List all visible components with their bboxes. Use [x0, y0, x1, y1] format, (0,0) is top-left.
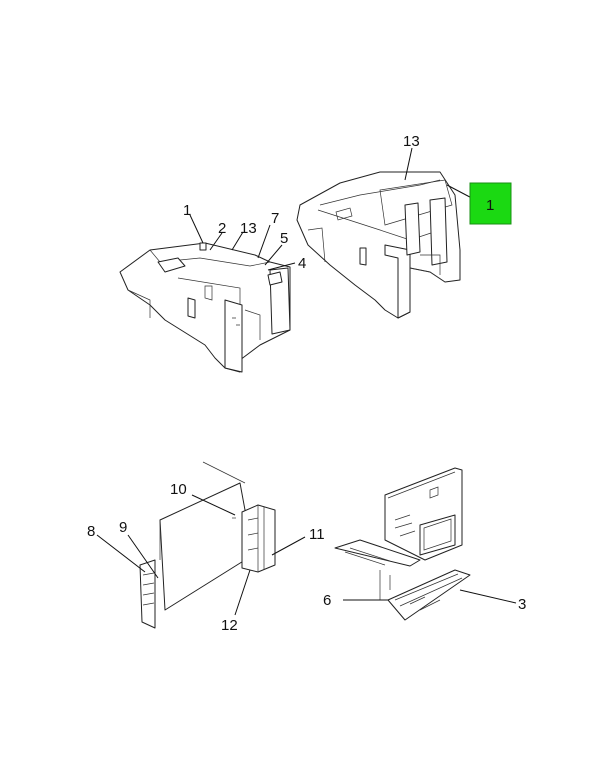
callout-7: 7: [271, 210, 279, 227]
leader-line: [257, 224, 271, 259]
leader-line: [267, 262, 296, 271]
leader-line: [231, 231, 244, 251]
callout-5: 5: [280, 230, 288, 247]
floor-step-assembly: [334, 467, 471, 621]
leader-line: [209, 232, 223, 251]
callout-1: 1: [183, 202, 191, 219]
callout-6: 6: [323, 592, 331, 609]
leader-line: [191, 494, 236, 516]
callout-10: 10: [170, 481, 187, 498]
leader-line: [127, 534, 159, 579]
leader-line: [96, 534, 146, 573]
leader-line: [234, 569, 251, 616]
callout-4: 4: [298, 255, 306, 272]
callout-2: 2: [218, 220, 226, 237]
callout-1-highlighted[interactable]: 1: [486, 197, 494, 214]
callout-3: 3: [518, 596, 526, 613]
leader-line: [404, 147, 413, 181]
back-panel-assembly: [139, 461, 276, 629]
leader-line: [264, 244, 283, 266]
leader-line: [271, 536, 306, 556]
callout-13: 13: [240, 220, 257, 237]
leader-line: [189, 214, 204, 244]
leader-line: [459, 589, 517, 604]
cab-assembly-left: [119, 242, 291, 373]
callout-11: 11: [309, 526, 325, 543]
callout-12: 12: [221, 617, 238, 634]
callout-8: 8: [87, 523, 95, 540]
cab-assembly-right: [296, 171, 461, 319]
callout-13: 13: [403, 133, 420, 150]
callout-9: 9: [119, 519, 127, 536]
highlighted-callout-box[interactable]: [469, 182, 512, 225]
